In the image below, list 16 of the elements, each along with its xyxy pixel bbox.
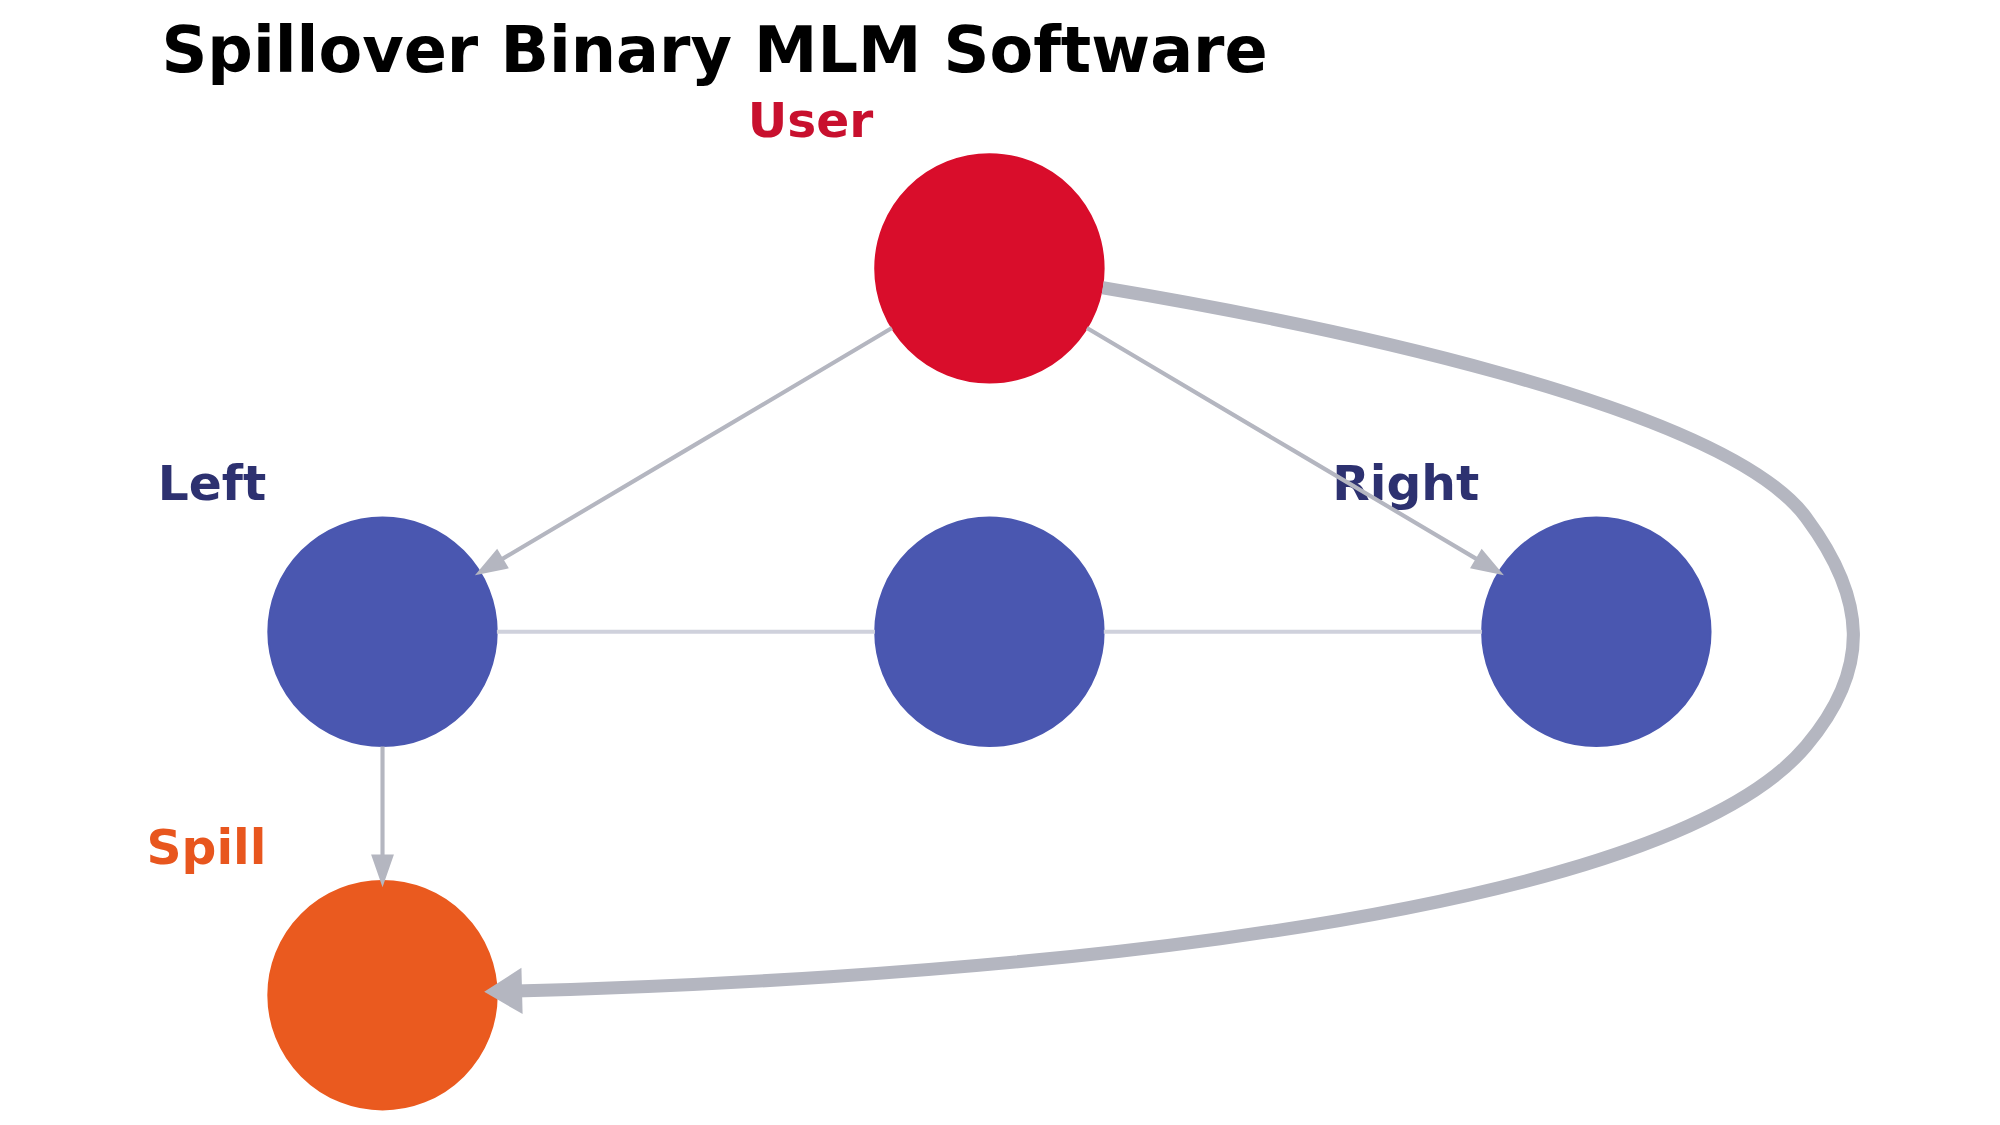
connector	[496, 629, 875, 634]
node-label: Spill	[146, 818, 267, 875]
node-label: Right	[1332, 455, 1480, 512]
node-circle	[267, 880, 498, 1111]
diagram-title: Spillover Binary MLM Software	[161, 13, 1268, 88]
connector	[1103, 629, 1482, 634]
node-label: Left	[157, 455, 267, 512]
node-person	[874, 516, 1105, 747]
node-label: User	[747, 91, 874, 148]
arrow	[1085, 326, 1504, 576]
arrow	[484, 281, 1860, 1015]
arrow	[371, 746, 394, 888]
arrow	[474, 326, 893, 576]
node-circle	[267, 516, 498, 747]
node-circle	[1481, 516, 1712, 747]
node-circle	[874, 153, 1105, 384]
